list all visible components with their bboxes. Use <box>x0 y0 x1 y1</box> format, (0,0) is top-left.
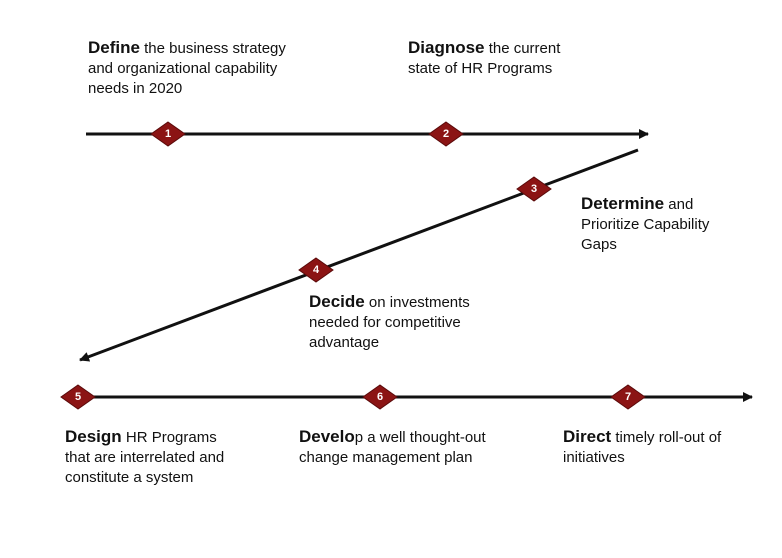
step-5-keyword: Design <box>65 427 122 446</box>
step-2-number: 2 <box>442 128 450 140</box>
step-6-marker: 6 <box>362 384 398 410</box>
step-6-number: 6 <box>376 391 384 403</box>
step-1-description: the business strategy and organizational… <box>88 40 286 97</box>
step-7-marker: 7 <box>610 384 646 410</box>
diamond-icon <box>362 384 398 410</box>
diamond-icon <box>516 176 552 202</box>
step-2-description: the current state of HR Programs <box>408 40 561 77</box>
step-3-number: 3 <box>530 183 538 195</box>
step-6-keyword: Develo <box>299 427 355 446</box>
step-5-marker: 5 <box>60 384 96 410</box>
diamond-icon <box>428 121 464 147</box>
step-7-keyword: Direct <box>563 427 612 446</box>
step-2-keyword: Diagnose <box>408 38 485 57</box>
diamond-icon <box>60 384 96 410</box>
step-5-text: Design HR Programs that are interrelated… <box>65 427 235 488</box>
step-1-marker: 1 <box>150 121 186 147</box>
step-3-description: and Prioritize Capability Gaps <box>581 196 710 253</box>
step-3-keyword: Determine <box>581 194 665 213</box>
diamond-icon <box>150 121 186 147</box>
diamond-icon <box>298 257 334 283</box>
step-4-number: 4 <box>312 264 320 276</box>
step-6-description: p a well thought-out change management p… <box>299 429 486 466</box>
diamond-icon <box>610 384 646 410</box>
step-3-marker: 3 <box>516 176 552 202</box>
step-5-description: HR Programs that are interrelated and co… <box>65 429 225 486</box>
step-1-number: 1 <box>164 128 172 140</box>
step-3-text: Determine and Prioritize Capability Gaps <box>581 194 741 255</box>
step-2-text: Diagnose the current state of HR Program… <box>408 38 578 79</box>
step-2-marker: 2 <box>428 121 464 147</box>
step-4-text: Decide on investments needed for competi… <box>309 292 474 353</box>
step-4-keyword: Decide <box>309 292 365 311</box>
step-7-description: timely roll-out of initiatives <box>563 429 722 466</box>
step-1-text: Define the business strategy and organiz… <box>88 38 288 99</box>
step-1-keyword: Define <box>88 38 140 57</box>
step-6-text: Develop a well thought-out change manage… <box>299 427 499 468</box>
step-5-number: 5 <box>74 391 82 403</box>
step-4-marker: 4 <box>298 257 334 283</box>
step-4-description: on investments needed for competitive ad… <box>309 294 470 351</box>
step-7-number: 7 <box>624 391 632 403</box>
step-7-text: Direct timely roll-out of initiatives <box>563 427 738 468</box>
